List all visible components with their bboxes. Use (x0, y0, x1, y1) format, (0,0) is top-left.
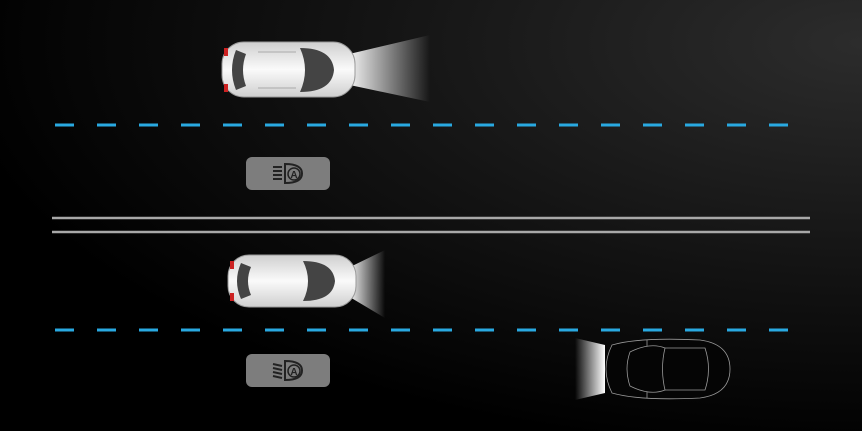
high-beam-light (345, 35, 430, 102)
oncoming-car-headlights (575, 338, 605, 400)
oncoming-car (605, 338, 731, 400)
ego-car-low-beam (227, 254, 357, 308)
auto-high-beam-icon: A (272, 359, 304, 382)
svg-text:A: A (290, 170, 297, 181)
ego-car-high-beam (221, 41, 356, 98)
auto-high-beam-badge-bottom: A (246, 354, 330, 387)
auto-high-beam-badge-top: A (246, 157, 330, 190)
svg-text:A: A (290, 367, 297, 378)
low-beam-light (348, 250, 385, 318)
auto-high-beam-icon: A (273, 162, 304, 185)
